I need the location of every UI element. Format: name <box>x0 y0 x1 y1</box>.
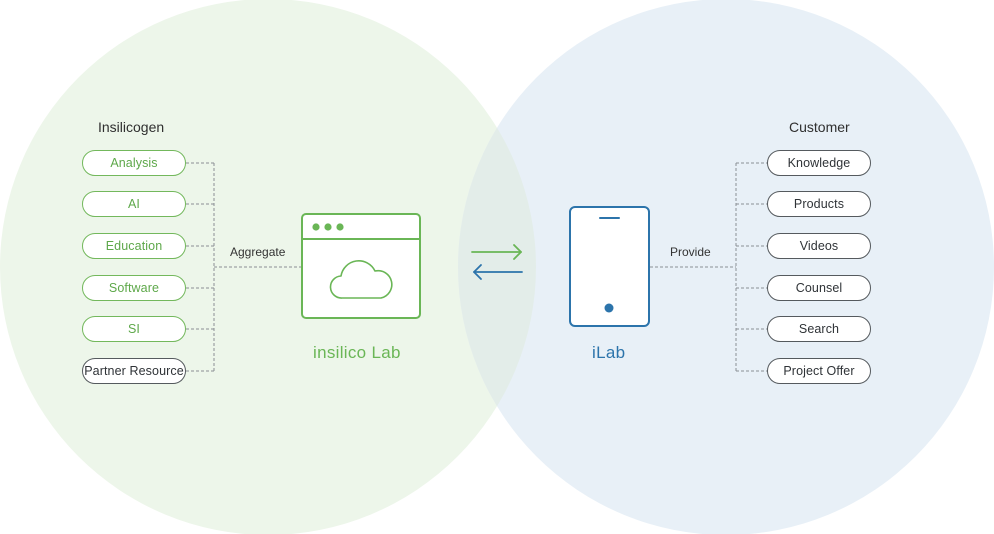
insilicogen-item-software: Software <box>82 275 186 301</box>
insilicogen-item-education: Education <box>82 233 186 259</box>
provide-label: Provide <box>670 245 711 259</box>
insilicogen-circle <box>0 0 536 534</box>
right-connectors <box>650 162 768 372</box>
customer-item-search: Search <box>767 316 871 342</box>
insilicogen-item-analysis: Analysis <box>82 150 186 176</box>
customer-heading: Customer <box>789 119 850 135</box>
aggregate-label: Aggregate <box>230 245 286 259</box>
customer-item-project-offer: Project Offer <box>767 358 871 384</box>
customer-item-videos: Videos <box>767 233 871 259</box>
insilico-lab-label: insilico Lab <box>313 343 401 362</box>
customer-item-products: Products <box>767 191 871 217</box>
ilab-label: iLab <box>592 343 626 362</box>
insilicogen-item-partner-resource: Partner Resource <box>82 358 186 384</box>
insilicogen-item-ai: AI <box>82 191 186 217</box>
mobile-device-icon <box>569 206 650 327</box>
insilicogen-heading: Insilicogen <box>98 119 165 135</box>
customer-item-counsel: Counsel <box>767 275 871 301</box>
customer-item-knowledge: Knowledge <box>767 150 871 176</box>
insilicogen-item-si: SI <box>82 316 186 342</box>
bidirectional-arrows-icon <box>471 244 523 280</box>
cloud-browser-window-icon <box>301 213 421 319</box>
